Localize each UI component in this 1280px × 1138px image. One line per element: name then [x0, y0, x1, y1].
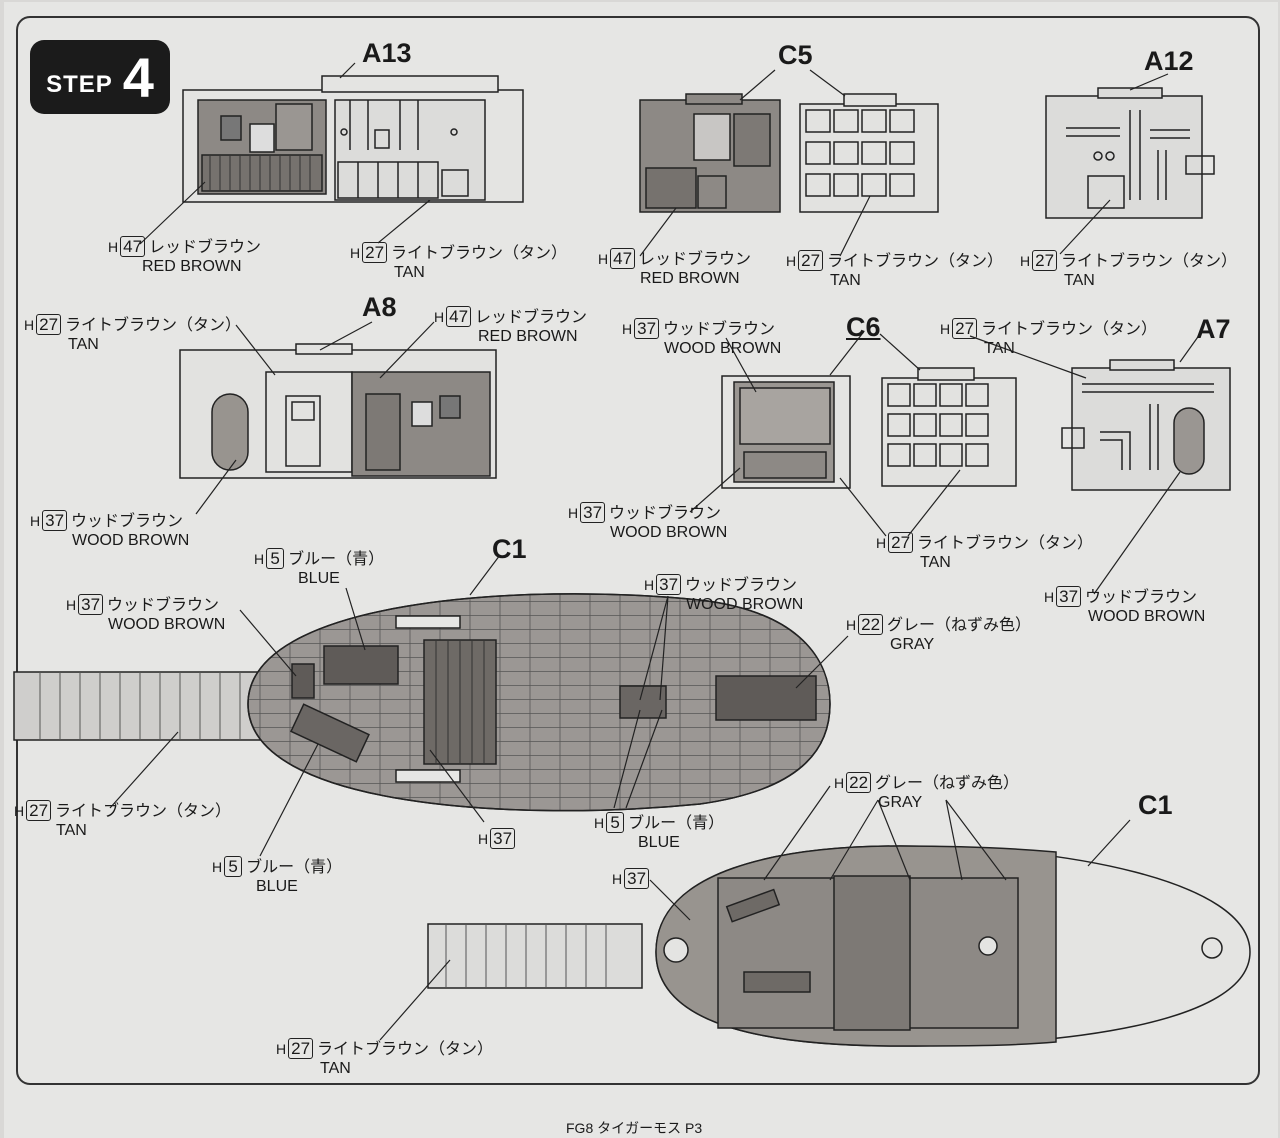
part-c1-bottom	[427, 845, 1251, 1047]
step-frame	[16, 16, 1260, 1085]
label-a7: A7	[1196, 314, 1231, 344]
leader-lines	[109, 62, 1201, 1041]
part-a8	[179, 343, 497, 479]
part-a13	[182, 75, 524, 203]
step-number: 4	[122, 45, 154, 109]
label-c6: C6	[846, 312, 881, 342]
label-c5: C5	[778, 40, 813, 70]
label-a8: A8	[362, 292, 397, 322]
part-c5	[639, 93, 939, 213]
label-a13: A13	[362, 38, 412, 68]
part-c1-top	[13, 593, 831, 812]
step-badge: STEP 4	[30, 40, 170, 114]
label-c1-bottom: C1	[1138, 790, 1173, 820]
part-a7	[1061, 359, 1231, 491]
step-word: STEP	[46, 71, 113, 98]
label-c1-top: C1	[492, 534, 527, 564]
page-footer: FG8 タイガーモス P3	[566, 1120, 703, 1136]
part-a12	[1045, 87, 1215, 219]
part-c6	[721, 367, 1017, 489]
label-a12: A12	[1144, 46, 1194, 76]
